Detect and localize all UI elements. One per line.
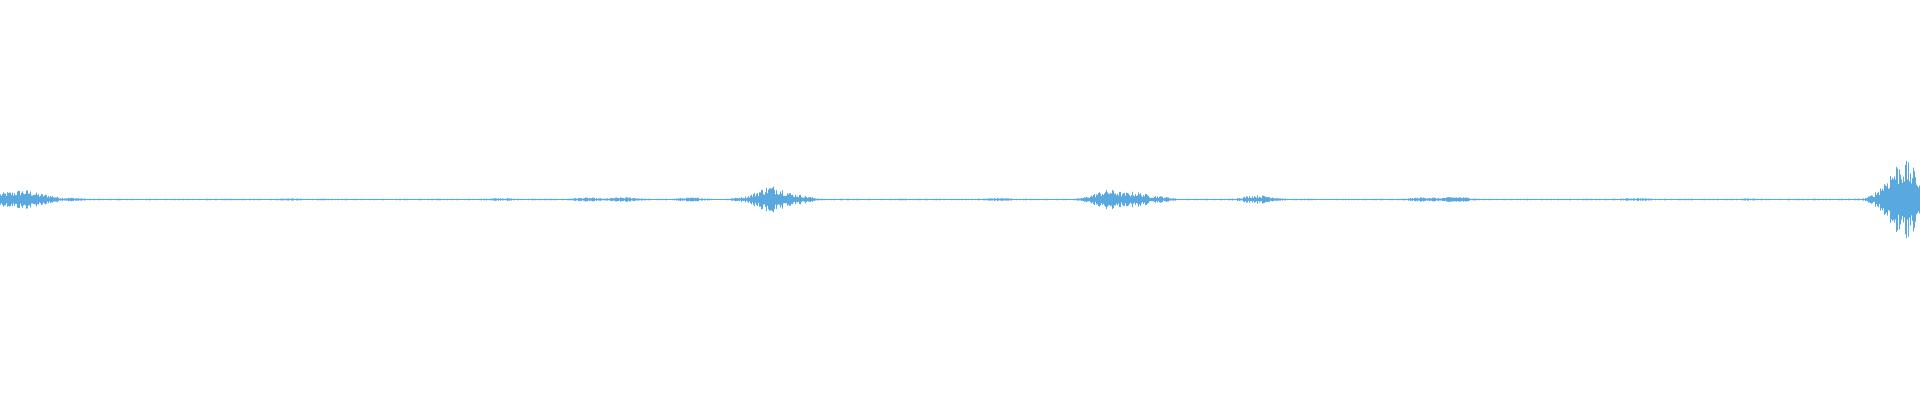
waveform-trace: [0, 160, 1920, 239]
waveform-samples: [0, 160, 1920, 239]
